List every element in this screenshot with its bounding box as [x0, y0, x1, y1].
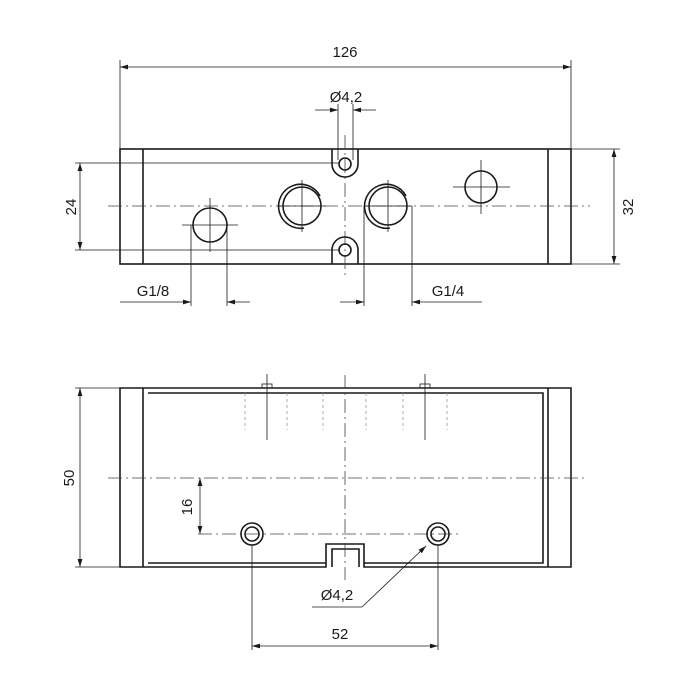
mounting-slot-top: [331, 149, 359, 178]
slot-diameter-label: Ø4,2: [330, 89, 363, 106]
thread-arc-left: [277, 183, 321, 230]
hole-spacing-label: 52: [332, 626, 349, 643]
g18-label: G1/8: [137, 283, 170, 300]
body-outline: [119, 148, 572, 265]
leader-hole-diameter: [361, 545, 427, 608]
slot-hole-top: [338, 157, 352, 171]
g14-label: G1/4: [432, 283, 465, 300]
top-view: 126 Ø4,2 24 32 G1/8 G1/4: [63, 44, 637, 306]
hidden-thread-lines: [244, 393, 448, 430]
mounting-slot-bottom: [331, 236, 359, 264]
side-view: 50 16 Ø4,2 52: [61, 374, 585, 650]
height-label: 50: [61, 470, 78, 487]
thread-arc-right: [363, 183, 407, 230]
slot-spacing-label: 24: [63, 199, 80, 216]
hole-offset-label: 16: [179, 499, 196, 516]
hole-diameter-label: Ø4,2: [321, 587, 354, 604]
notch: [331, 548, 360, 567]
body-outline-side: [119, 387, 572, 568]
width-label: 32: [620, 199, 637, 216]
length-label: 126: [332, 44, 357, 61]
